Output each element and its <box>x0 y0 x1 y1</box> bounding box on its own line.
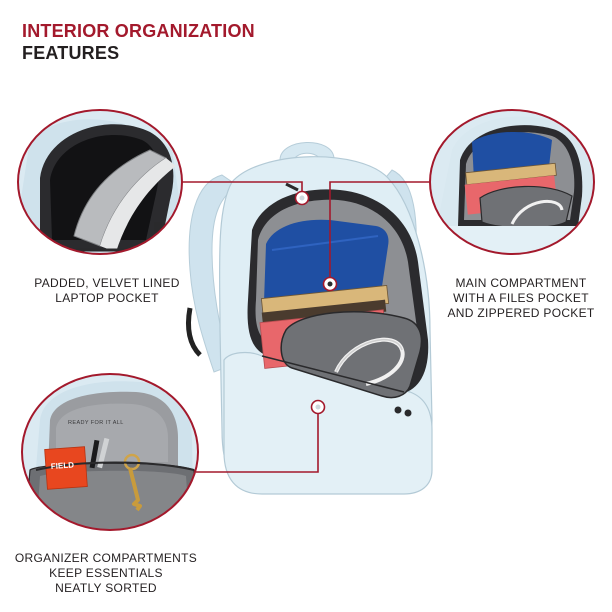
shoulder-strap-left <box>188 174 239 373</box>
notebook-brand-text: FIELD <box>51 460 75 471</box>
detail-main-compartment <box>429 109 595 255</box>
caption-organizer-line-2: KEEP ESSENTIALS <box>49 566 163 580</box>
detail-laptop-pocket <box>17 109 183 255</box>
caption-main-line-2: WITH A FILES POCKET <box>453 291 589 305</box>
caption-organizer-line-1: ORGANIZER COMPARTMENTS <box>14 551 198 565</box>
detail-organizer: READY FOR IT ALL FIELD <box>21 373 199 531</box>
caption-main-line-1: MAIN COMPARTMENT <box>455 276 587 290</box>
callout-line-laptop <box>180 181 303 194</box>
detail-frame-main <box>429 109 595 255</box>
book-dark <box>261 299 387 325</box>
caption-organizer-line-3: NEATLY SORTED <box>55 581 157 595</box>
files-pocket-folder <box>264 219 389 302</box>
callout-line-organizer <box>196 410 319 473</box>
callout-markers <box>294 190 338 415</box>
backpack-main <box>185 142 433 495</box>
caption-laptop-line-2: LAPTOP POCKET <box>55 291 159 305</box>
caption-main-line-3: AND ZIPPERED POCKET <box>447 306 595 320</box>
organizer-tag-text: READY FOR IT ALL <box>68 420 124 426</box>
field-notebook <box>44 446 88 490</box>
side-trim <box>185 307 202 357</box>
callout-line-main <box>329 181 432 280</box>
caption-organizer: ORGANIZER COMPARTMENTS KEEP ESSENTIALS N… <box>6 551 206 596</box>
page-title: INTERIOR ORGANIZATION FEATURES <box>22 20 255 64</box>
title-line-2: FEATURES <box>22 43 120 63</box>
key <box>128 467 142 512</box>
caption-laptop-pocket: PADDED, VELVET LINED LAPTOP POCKET <box>22 276 192 306</box>
detail-frame-laptop <box>17 109 183 255</box>
callout-lines <box>180 181 432 473</box>
caption-main-compartment: MAIN COMPARTMENT WITH A FILES POCKET AND… <box>436 276 606 321</box>
title-line-1: INTERIOR ORGANIZATION <box>22 21 255 41</box>
detail-frame-organizer <box>21 373 199 531</box>
caption-laptop-line-1: PADDED, VELVET LINED <box>34 276 180 290</box>
